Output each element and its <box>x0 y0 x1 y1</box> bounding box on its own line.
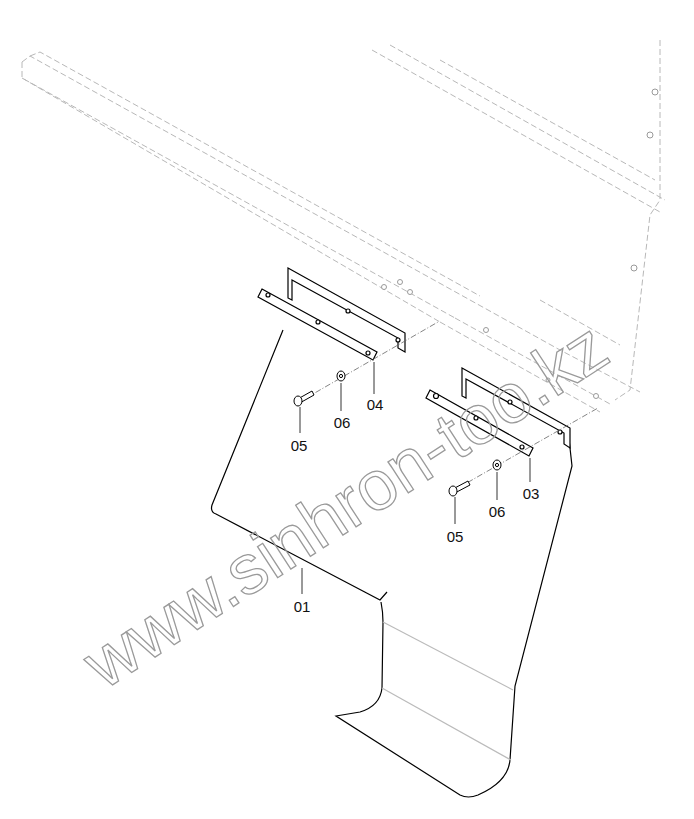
callout-number: 05 <box>291 438 308 453</box>
callout-number: 06 <box>489 504 506 519</box>
watermark: www.sinhron-too.kz <box>71 310 618 699</box>
callout-number: 05 <box>447 529 464 544</box>
callout-number: 03 <box>523 486 540 501</box>
callout-number: 06 <box>334 415 351 430</box>
callout-number: 04 <box>367 397 384 412</box>
callout-number: 01 <box>294 599 311 614</box>
bracket-04 <box>258 268 405 360</box>
